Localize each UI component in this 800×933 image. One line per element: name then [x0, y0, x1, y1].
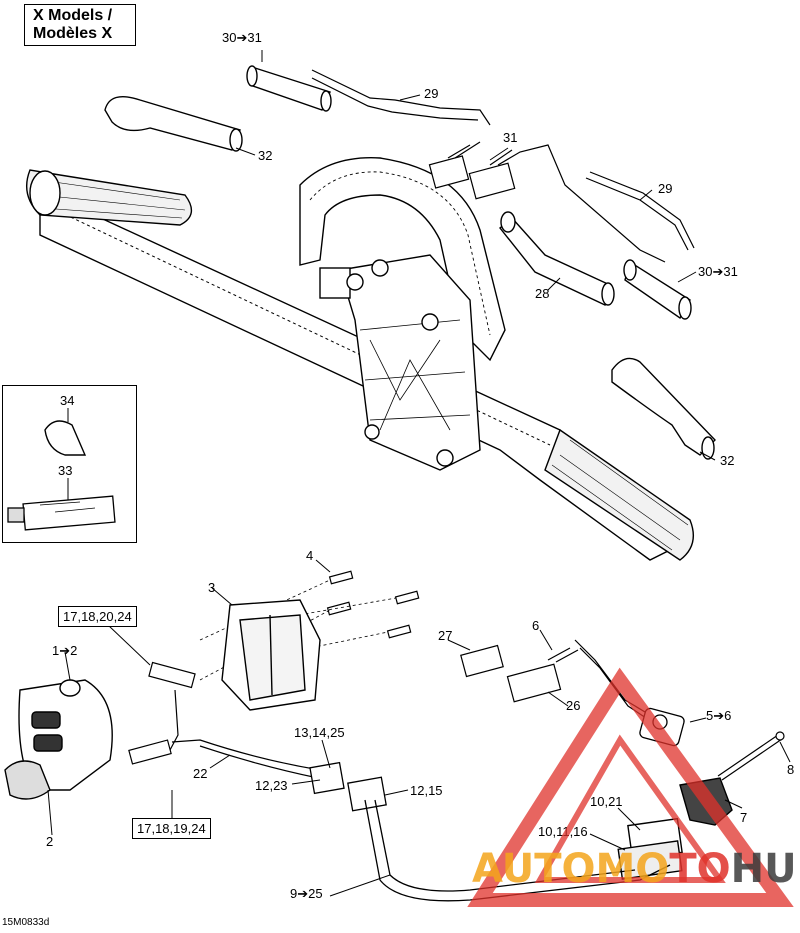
- callout-5-6: 5➔6: [706, 708, 731, 723]
- callout-32-top: 32: [258, 148, 272, 163]
- callout-22: 22: [193, 766, 207, 781]
- leader-lines: [47, 50, 791, 897]
- heating-wire-29-top: [311, 69, 491, 126]
- callout-34: 34: [60, 393, 74, 408]
- connector-17-18-20-24: [148, 661, 196, 689]
- callout-1-2: 1➔2: [52, 643, 77, 658]
- connector-13-14-25: [309, 761, 345, 795]
- clip-34: [44, 420, 87, 456]
- callout-31: 31: [503, 130, 517, 145]
- watermark-logo: [467, 667, 794, 907]
- watermark-part1: AUTOMO: [472, 846, 669, 892]
- model-title-line1: X Models /: [33, 7, 113, 24]
- callout-33: 33: [58, 463, 72, 478]
- sleeve-32-top: [104, 96, 243, 152]
- callout-30-31-top: 30➔31: [222, 30, 262, 45]
- tube-30-31-right: [623, 259, 692, 320]
- housing-3: [221, 599, 321, 711]
- callout-29-top: 29: [424, 86, 438, 101]
- connector-27: [460, 644, 504, 678]
- tube-30-31-top: [246, 65, 332, 112]
- handlebar-assembly: [26, 157, 694, 561]
- callout-8: 8: [787, 762, 794, 777]
- model-title-line2: Modèles X: [33, 25, 113, 42]
- watermark-part2: TO: [669, 846, 730, 892]
- callout-32-right: 32: [720, 453, 734, 468]
- callout-29-right: 29: [658, 181, 672, 196]
- callout-26: 26: [566, 698, 580, 713]
- callout-27: 27: [438, 628, 452, 643]
- model-title-box: X Models / Modèles X: [24, 4, 136, 46]
- boxed-label-17-18-19-24: 17,18,19,24: [132, 818, 211, 839]
- wire-6: [547, 639, 653, 723]
- connector-17-18-19-24: [128, 739, 172, 765]
- boxed-label-17-18-20-24: 17,18,20,24: [58, 606, 137, 627]
- callout-4: 4: [306, 548, 313, 563]
- connectors-31: [428, 141, 666, 263]
- drawing-code: 15M0833d: [2, 917, 50, 928]
- grease-tube-33: [7, 495, 116, 531]
- connector-26: [506, 663, 562, 703]
- callout-28: 28: [535, 286, 549, 301]
- harness-9: [364, 799, 671, 902]
- callout-30-31-right: 30➔31: [698, 264, 738, 279]
- heating-wire-29-right: [585, 171, 695, 251]
- callout-2: 2: [46, 834, 53, 849]
- connector-12-15: [347, 776, 387, 812]
- pin-8: [717, 731, 785, 781]
- callout-13-14-25: 13,14,25: [294, 725, 345, 740]
- watermark-part3: HUB: [731, 846, 800, 892]
- callout-12-15: 12,15: [410, 783, 443, 798]
- callout-6: 6: [532, 618, 539, 633]
- control-module-1: [4, 679, 113, 800]
- callout-10-11-16: 10,11,16: [538, 824, 588, 839]
- callout-9-25: 9➔25: [290, 886, 323, 901]
- tube-28: [499, 211, 615, 306]
- callout-3: 3: [208, 580, 215, 595]
- callout-12-23: 12,23: [255, 778, 288, 793]
- callout-10-21: 10,21: [590, 794, 623, 809]
- callout-7: 7: [740, 810, 747, 825]
- watermark-text: AUTOMOTOHUB: [472, 846, 800, 892]
- sleeve-32-right: [611, 357, 716, 460]
